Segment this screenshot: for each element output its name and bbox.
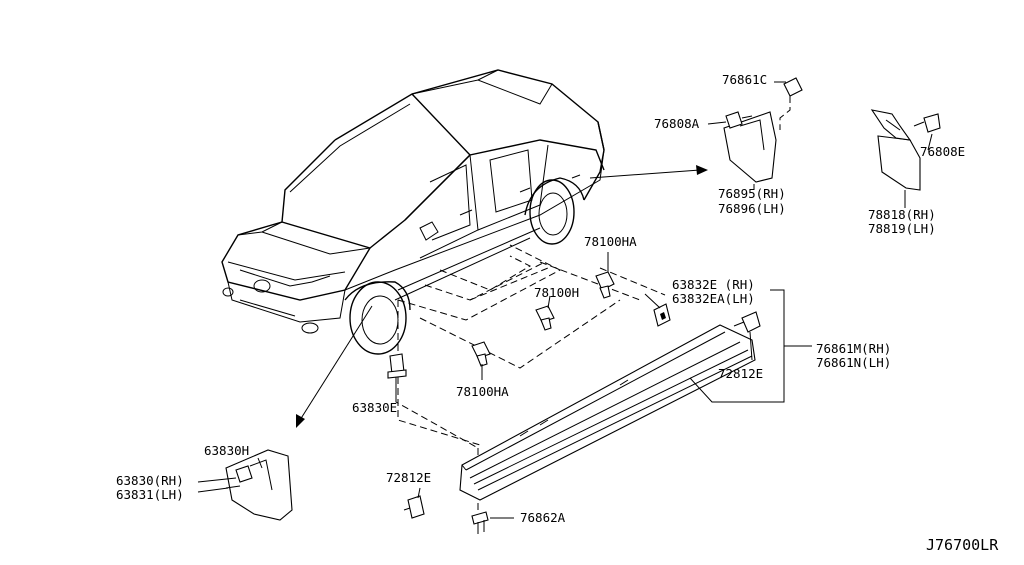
clip-63832E	[653, 303, 671, 327]
label-63830E: 63830E	[352, 400, 397, 415]
label-63830: 63830(RH)	[116, 473, 184, 488]
label-76808A: 76808A	[654, 116, 700, 131]
label-72812E-left: 72812E	[386, 470, 431, 485]
clip-78100H	[535, 305, 555, 331]
label-78100H: 78100H	[534, 285, 579, 300]
label-63830H: 63830H	[204, 443, 249, 458]
label-76808E: 76808E	[920, 144, 965, 159]
label-76896: 76896(LH)	[718, 201, 786, 216]
diagram-code: J76700LR	[926, 536, 999, 554]
label-63832E: 63832E (RH)	[672, 277, 755, 292]
label-78818: 78818(RH)	[868, 207, 936, 222]
mud-guard-63830	[225, 449, 293, 521]
label-76861C: 76861C	[722, 72, 767, 87]
bolt-76862A	[471, 511, 489, 534]
label-78100HA-bottom: 78100HA	[456, 384, 509, 399]
dashed-guides	[395, 244, 666, 515]
label-76861M: 76861M(RH)	[816, 341, 891, 356]
label-63831: 63831(LH)	[116, 487, 184, 502]
callout-labels: 76861C 76808A 76895(RH) 76896(LH) 76808E…	[116, 72, 999, 554]
label-76862A: 76862A	[520, 510, 566, 525]
clip-78100HA-bottom	[471, 341, 491, 367]
screw-72812E-right	[733, 311, 761, 333]
screw-72812E-left	[403, 495, 425, 519]
arrows	[296, 165, 708, 428]
side-sill-molding	[459, 324, 756, 501]
label-76895: 76895(RH)	[718, 186, 786, 201]
label-76861N: 76861N(LH)	[816, 355, 891, 370]
car-illustration	[221, 69, 605, 355]
label-63832EA: 63832EA(LH)	[672, 291, 755, 306]
clip-78100HA-top	[595, 271, 615, 299]
mud-guard-78818	[870, 109, 941, 191]
label-78100HA-top: 78100HA	[584, 234, 637, 249]
leader-lines	[197, 81, 933, 519]
clip-63830E	[387, 353, 407, 379]
label-72812E-right: 72812E	[718, 366, 763, 381]
label-78819: 78819(LH)	[868, 221, 936, 236]
mud-guard-76895	[723, 77, 803, 183]
